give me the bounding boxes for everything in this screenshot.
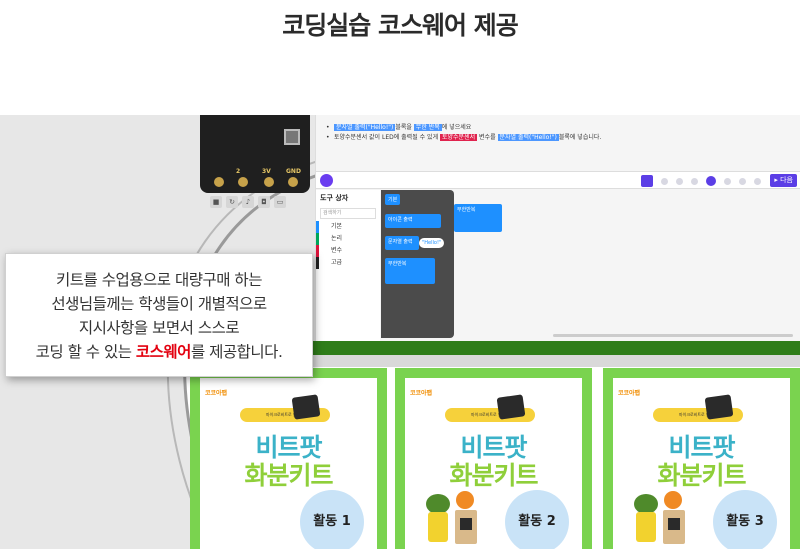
restart-icon[interactable]: ↻ (226, 196, 238, 208)
card-title-line2: 화분키트 (244, 461, 333, 490)
activity-card-3[interactable]: 코코아팹 마이크로비트로 만드는 비트팟 화분키트 활동 3 (603, 368, 800, 549)
toolbox-item-logic[interactable]: 논리 (316, 233, 380, 245)
step-dot[interactable] (676, 177, 683, 185)
callout-line: 선생님들께는 학생들이 개별적으로 (51, 295, 267, 313)
toolbox-item-label: 고급 (331, 259, 343, 266)
brand-logo: 코코아팹 (205, 390, 228, 397)
block-forever[interactable]: 무한반복 (385, 258, 435, 284)
stop-icon[interactable]: ■ (210, 196, 222, 208)
block-tag: 무한 반복 (413, 124, 442, 131)
plant-pot-icon (634, 491, 685, 544)
callout-text: 를 제공합니다. (190, 343, 283, 361)
code-editor-screenshot: 문자열 출력("Hello!")블록을 무한 반복에 넣으세요 토양수분센서 값… (315, 115, 800, 347)
brand-logo: 코코아팹 (618, 390, 641, 397)
card-title-line1: 비트팟 (460, 433, 527, 462)
toolbox-item-label: 변수 (331, 247, 343, 254)
page-title: 코딩실습 코스웨어 제공 (282, 11, 518, 40)
canvas-forever-block[interactable]: 무한반복 (454, 204, 502, 232)
instruction-list: 문자열 출력("Hello!")블록을 무한 반복에 넣으세요 토양수분센서 값… (326, 123, 796, 143)
card-title-line1: 비트팟 (668, 433, 735, 462)
hint-bulb-icon[interactable] (320, 174, 333, 187)
activity-card-2[interactable]: 코코아팹 마이크로비트로 만드는 비트팟 화분키트 활동 2 (395, 368, 592, 549)
board-pin (264, 177, 274, 187)
step-dot[interactable] (739, 177, 746, 185)
activity-badge: 활동 2 (505, 490, 569, 549)
microbit-board-image: 2 3V GND (200, 115, 310, 193)
card-title-line2: 화분키트 (449, 461, 538, 490)
activity-badge: 활동 3 (713, 490, 777, 549)
block-show-icon[interactable]: 아이콘 출력 (385, 214, 441, 228)
step-dot[interactable] (754, 177, 761, 185)
microbit-chip-icon (704, 394, 734, 420)
green-divider (300, 341, 800, 355)
activity-badge: 활동 1 (300, 490, 364, 549)
board-pin (238, 177, 248, 187)
pin-label: 3V (262, 168, 271, 175)
card-inner: 코코아팹 마이크로비트로 만드는 비트팟 화분키트 활동 2 (405, 378, 582, 549)
brand-logo: 코코아팹 (410, 390, 433, 397)
step-dots (641, 175, 761, 187)
toolbox-item-label: 논리 (331, 235, 343, 242)
card-title-line1: 비트팟 (255, 433, 322, 462)
block-string-value[interactable]: "Hello!" (419, 238, 445, 248)
board-pin (288, 177, 298, 187)
step-dot[interactable] (724, 177, 731, 185)
info-callout: 키트를 수업용으로 대량구매 하는 선생님들께는 학생들이 개별적으로 지시사항… (5, 253, 313, 377)
flyout-header: 기본 (385, 194, 401, 205)
variable-tag: 토양수분센서 (440, 134, 478, 141)
canvas-scrollbar[interactable] (553, 334, 793, 337)
gray-divider (300, 355, 800, 367)
instruction-text: 에 넣으세요 (441, 124, 472, 131)
instruction-text: 블록에 넣습니다. (558, 134, 602, 141)
activity-card-1[interactable]: 코코아팹 마이크로비트로 만드는 비트팟 화분키트 활동 1 (190, 368, 387, 549)
card-inner: 코코아팹 마이크로비트로 만드는 비트팟 화분키트 활동 3 (613, 378, 790, 549)
block-flyout: 기본 아이콘 출력 문자열 출력 "Hello!" 무한반복 (381, 190, 454, 338)
instruction-item: 문자열 출력("Hello!")블록을 무한 반복에 넣으세요 (326, 123, 796, 133)
step-dot[interactable] (661, 177, 668, 185)
instruction-text: 토양수분센서 값이 LED에 출력될 수 있게 (334, 134, 440, 141)
microbit-chip-icon (496, 394, 526, 420)
toolbox-item-label: 기본 (331, 223, 343, 230)
fullscreen-icon[interactable]: ▭ (274, 196, 286, 208)
callout-line: 코딩 할 수 있는 코스웨어를 제공합니다. (6, 340, 312, 364)
toolbox-search-input[interactable]: 검색하기 (320, 208, 376, 219)
card-inner: 코코아팹 마이크로비트로 만드는 비트팟 화분키트 활동 1 (200, 378, 377, 549)
plant-pot-icon (426, 491, 477, 544)
callout-highlight: 코스웨어 (135, 343, 192, 361)
instruction-text: 변수를 (477, 134, 498, 141)
pin-label: GND (286, 168, 301, 175)
toolbox-panel: 도구 상자 검색하기 기본 논리 변수 고급 (316, 190, 380, 347)
callout-line: 지시사항을 보면서 스스로 (78, 319, 240, 337)
next-step-button[interactable]: ▸ 다음 (770, 174, 797, 187)
step-dot[interactable] (691, 177, 698, 185)
board-button-b (284, 129, 300, 145)
microbit-chip-icon (291, 394, 321, 420)
toolbox-item-advanced[interactable]: 고급 (316, 257, 380, 269)
board-pin (214, 177, 224, 187)
callout-line: 키트를 수업용으로 대량구매 하는 (56, 271, 262, 289)
toolbox-title: 도구 상자 (320, 194, 349, 202)
block-tag: 문자열 출력("Hello!") (334, 124, 396, 131)
pin-label: 2 (236, 168, 241, 175)
step-navigation: ▸ 다음 (316, 171, 800, 189)
prev-step-button[interactable] (641, 175, 653, 187)
block-show-string[interactable]: 문자열 출력 (385, 236, 419, 250)
toolbox-item-variables[interactable]: 변수 (316, 245, 380, 257)
instruction-text: 블록을 (395, 124, 414, 131)
sound-icon[interactable]: ♪ (242, 196, 254, 208)
card-title-line2: 화분키트 (657, 461, 746, 490)
block-tag: 문자열 출력("Hello!") (497, 134, 559, 141)
step-dot-current[interactable] (706, 176, 716, 186)
instruction-item: 토양수분센서 값이 LED에 출력될 수 있게 토양수분센서 변수를 문자열 출… (326, 133, 796, 143)
callout-text: 코딩 할 수 있는 (35, 343, 136, 361)
toolbox-item-basic[interactable]: 기본 (316, 221, 380, 233)
screenshot-icon[interactable]: ◘ (258, 196, 270, 208)
next-step-label: 다음 (780, 176, 793, 184)
simulator-controls: ■ ↻ ♪ ◘ ▭ (210, 196, 310, 210)
